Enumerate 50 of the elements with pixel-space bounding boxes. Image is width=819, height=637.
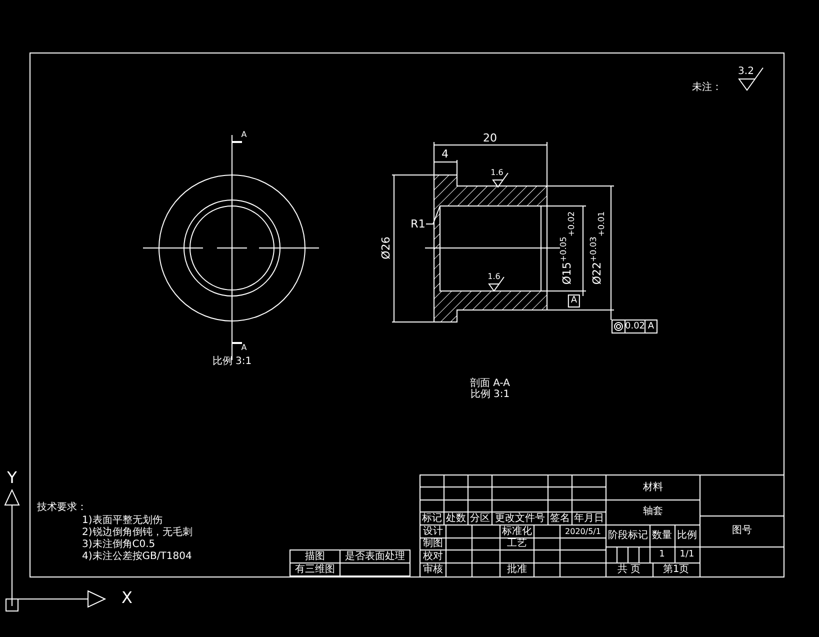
- table-cell-text: 制图: [423, 539, 443, 549]
- axis-label: Y: [7, 470, 17, 486]
- roughness-value: 1.6: [490, 169, 504, 177]
- table-cell-text: 共 页: [617, 565, 641, 575]
- table-cell-text: 数量: [652, 531, 672, 541]
- table-cell-text: 2020/5/1: [565, 528, 601, 536]
- requirement-text: 2)锐边倒角倒钝，无毛刺: [82, 528, 192, 538]
- table-cell-text: 分区: [470, 514, 490, 524]
- table-cell-text: 标准化: [502, 526, 532, 536]
- table-cell-text: 描图: [305, 552, 325, 562]
- dimension-text: 20: [483, 132, 497, 144]
- scale-note: 比例 3:1: [470, 390, 510, 400]
- section-title: 剖面 A-A: [470, 379, 510, 389]
- roughness-value: 1.6: [488, 273, 500, 281]
- table-cell-text: 轴套: [643, 507, 663, 517]
- table-cell-text: 处数: [446, 514, 466, 524]
- table-cell-text: 设计: [423, 526, 443, 536]
- table-cell-text: 签名: [550, 514, 570, 524]
- scale-note: 比例 3:1: [212, 357, 252, 367]
- table-cell-text: 批准: [507, 565, 527, 575]
- section-mark: A: [241, 131, 247, 139]
- table-cell-text: 1: [659, 550, 665, 560]
- requirement-text: 3)未注倒角C0.5: [82, 540, 156, 550]
- table-cell-text: 图号: [732, 526, 752, 536]
- dimension-text: 4: [442, 148, 448, 160]
- table-cell-text: 标记: [422, 514, 442, 524]
- table-cell-text: 校对: [423, 552, 443, 562]
- table-cell-text: 年月日: [574, 514, 604, 524]
- table-cell-text: 1/1: [680, 550, 694, 560]
- table-cell-text: 比例: [677, 531, 697, 541]
- dimension-text: Ø26: [380, 236, 392, 260]
- datum-label: A: [568, 294, 580, 308]
- table-cell-text: 阶段标记: [608, 531, 648, 541]
- table-cell-text: 第1页: [662, 565, 690, 575]
- table-cell-text: 是否表面处理: [345, 552, 405, 562]
- table-cell-text: 材料: [643, 483, 663, 493]
- axis-label: X: [122, 590, 132, 606]
- tolerance-value: 0.02: [624, 322, 646, 332]
- table-cell-text: 更改文件号: [495, 514, 545, 524]
- table-cell-text: 有三维图: [295, 564, 335, 574]
- technical-requirements-heading: 技术要求：: [37, 503, 87, 513]
- section-mark: A: [241, 344, 247, 352]
- note-text: 未注：: [692, 83, 722, 93]
- roughness-value: 3.2: [738, 67, 754, 77]
- requirement-text: 4)未注公差按GB/T1804: [82, 552, 192, 562]
- table-cell-text: 工艺: [507, 539, 527, 549]
- datum-reference: A: [648, 322, 654, 332]
- table-cell-text: 审核: [423, 565, 443, 575]
- requirement-text: 1)表面平整无划伤: [82, 516, 162, 526]
- dimension-text: R1: [410, 218, 426, 230]
